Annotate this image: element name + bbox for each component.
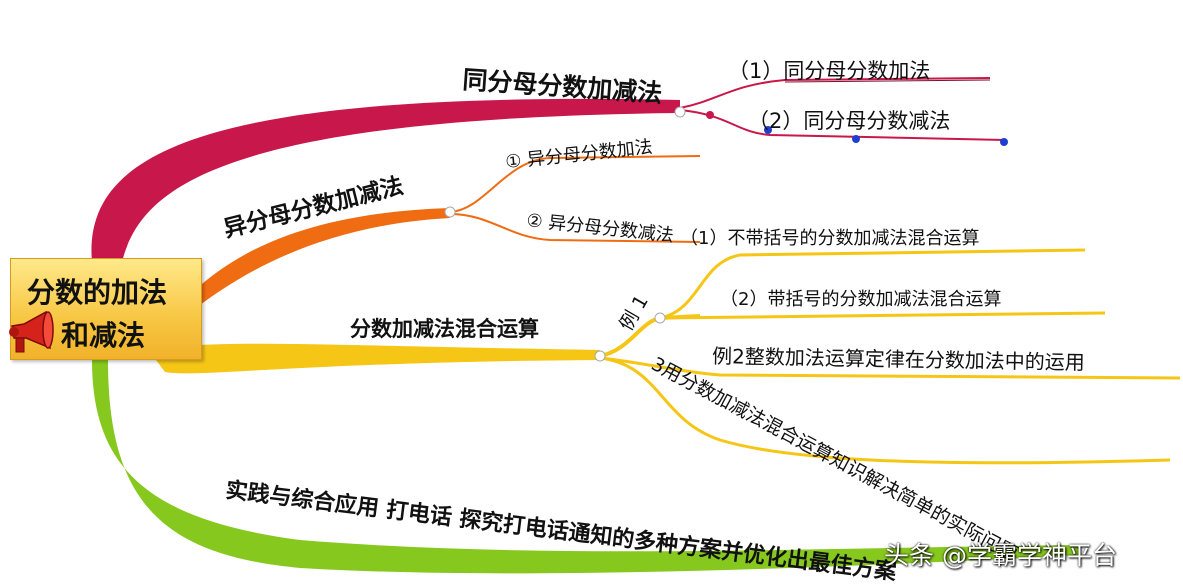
- branch-same-child-1: （1）同分母分数加法: [728, 59, 930, 83]
- branch-mixed-example3-line: [599, 356, 1171, 465]
- dot: [1000, 138, 1008, 146]
- branch-practice: [92, 360, 1080, 574]
- branch-node: [654, 312, 666, 324]
- branch-mixed-example1-line: [599, 314, 701, 358]
- branch-ex1-child-2: （2）带括号的分数加减法混合运算: [720, 289, 1001, 310]
- branch-mixed-operations: [150, 343, 600, 374]
- branch-mixed-example2: 例2整数加法运算定律在分数加法中的运用: [712, 344, 1085, 375]
- branch-same-child-2: （2）同分母分数减法: [748, 109, 950, 133]
- branch-mixed-label: 分数加减法混合运算: [350, 317, 539, 341]
- dot: [764, 126, 772, 134]
- branch-same-child-1-line-shadow: [784, 79, 991, 83]
- branch-diff-child-1-line: [449, 155, 701, 213]
- branch-ex1-child-2-line: [659, 311, 1106, 320]
- branch-ex1-child-1-line: [659, 248, 1086, 320]
- branch-node: [706, 111, 714, 119]
- branch-diff-child-2-line: [449, 213, 701, 243]
- watermark-text: 头条 @学霸学神平台: [884, 541, 1117, 570]
- branch-same-denominator: [91, 98, 681, 262]
- branch-node: [674, 106, 686, 118]
- branch-mixed-example1-label: 例 1: [615, 291, 653, 334]
- branch-node: [594, 350, 606, 362]
- branch-ex1-child-1: （1）不带括号的分数加减法混合运算: [680, 228, 979, 249]
- dot: [852, 135, 860, 143]
- branch-different-denominator: [195, 208, 450, 305]
- root-title-line1: 分数的加法: [27, 276, 168, 309]
- root-title-line2: 和减法: [61, 319, 146, 352]
- branch-node: [444, 206, 456, 218]
- branch-mixed-example3: 3用分数加减法混合运算知识解决简单的实际问题: [648, 353, 1021, 565]
- branch-same-child-2-line: [679, 109, 1006, 141]
- branch-diff-child-1: ① 异分母分数加法: [504, 137, 653, 173]
- branch-same-child-1-line: [679, 77, 991, 109]
- megaphone-icon: [9, 310, 54, 353]
